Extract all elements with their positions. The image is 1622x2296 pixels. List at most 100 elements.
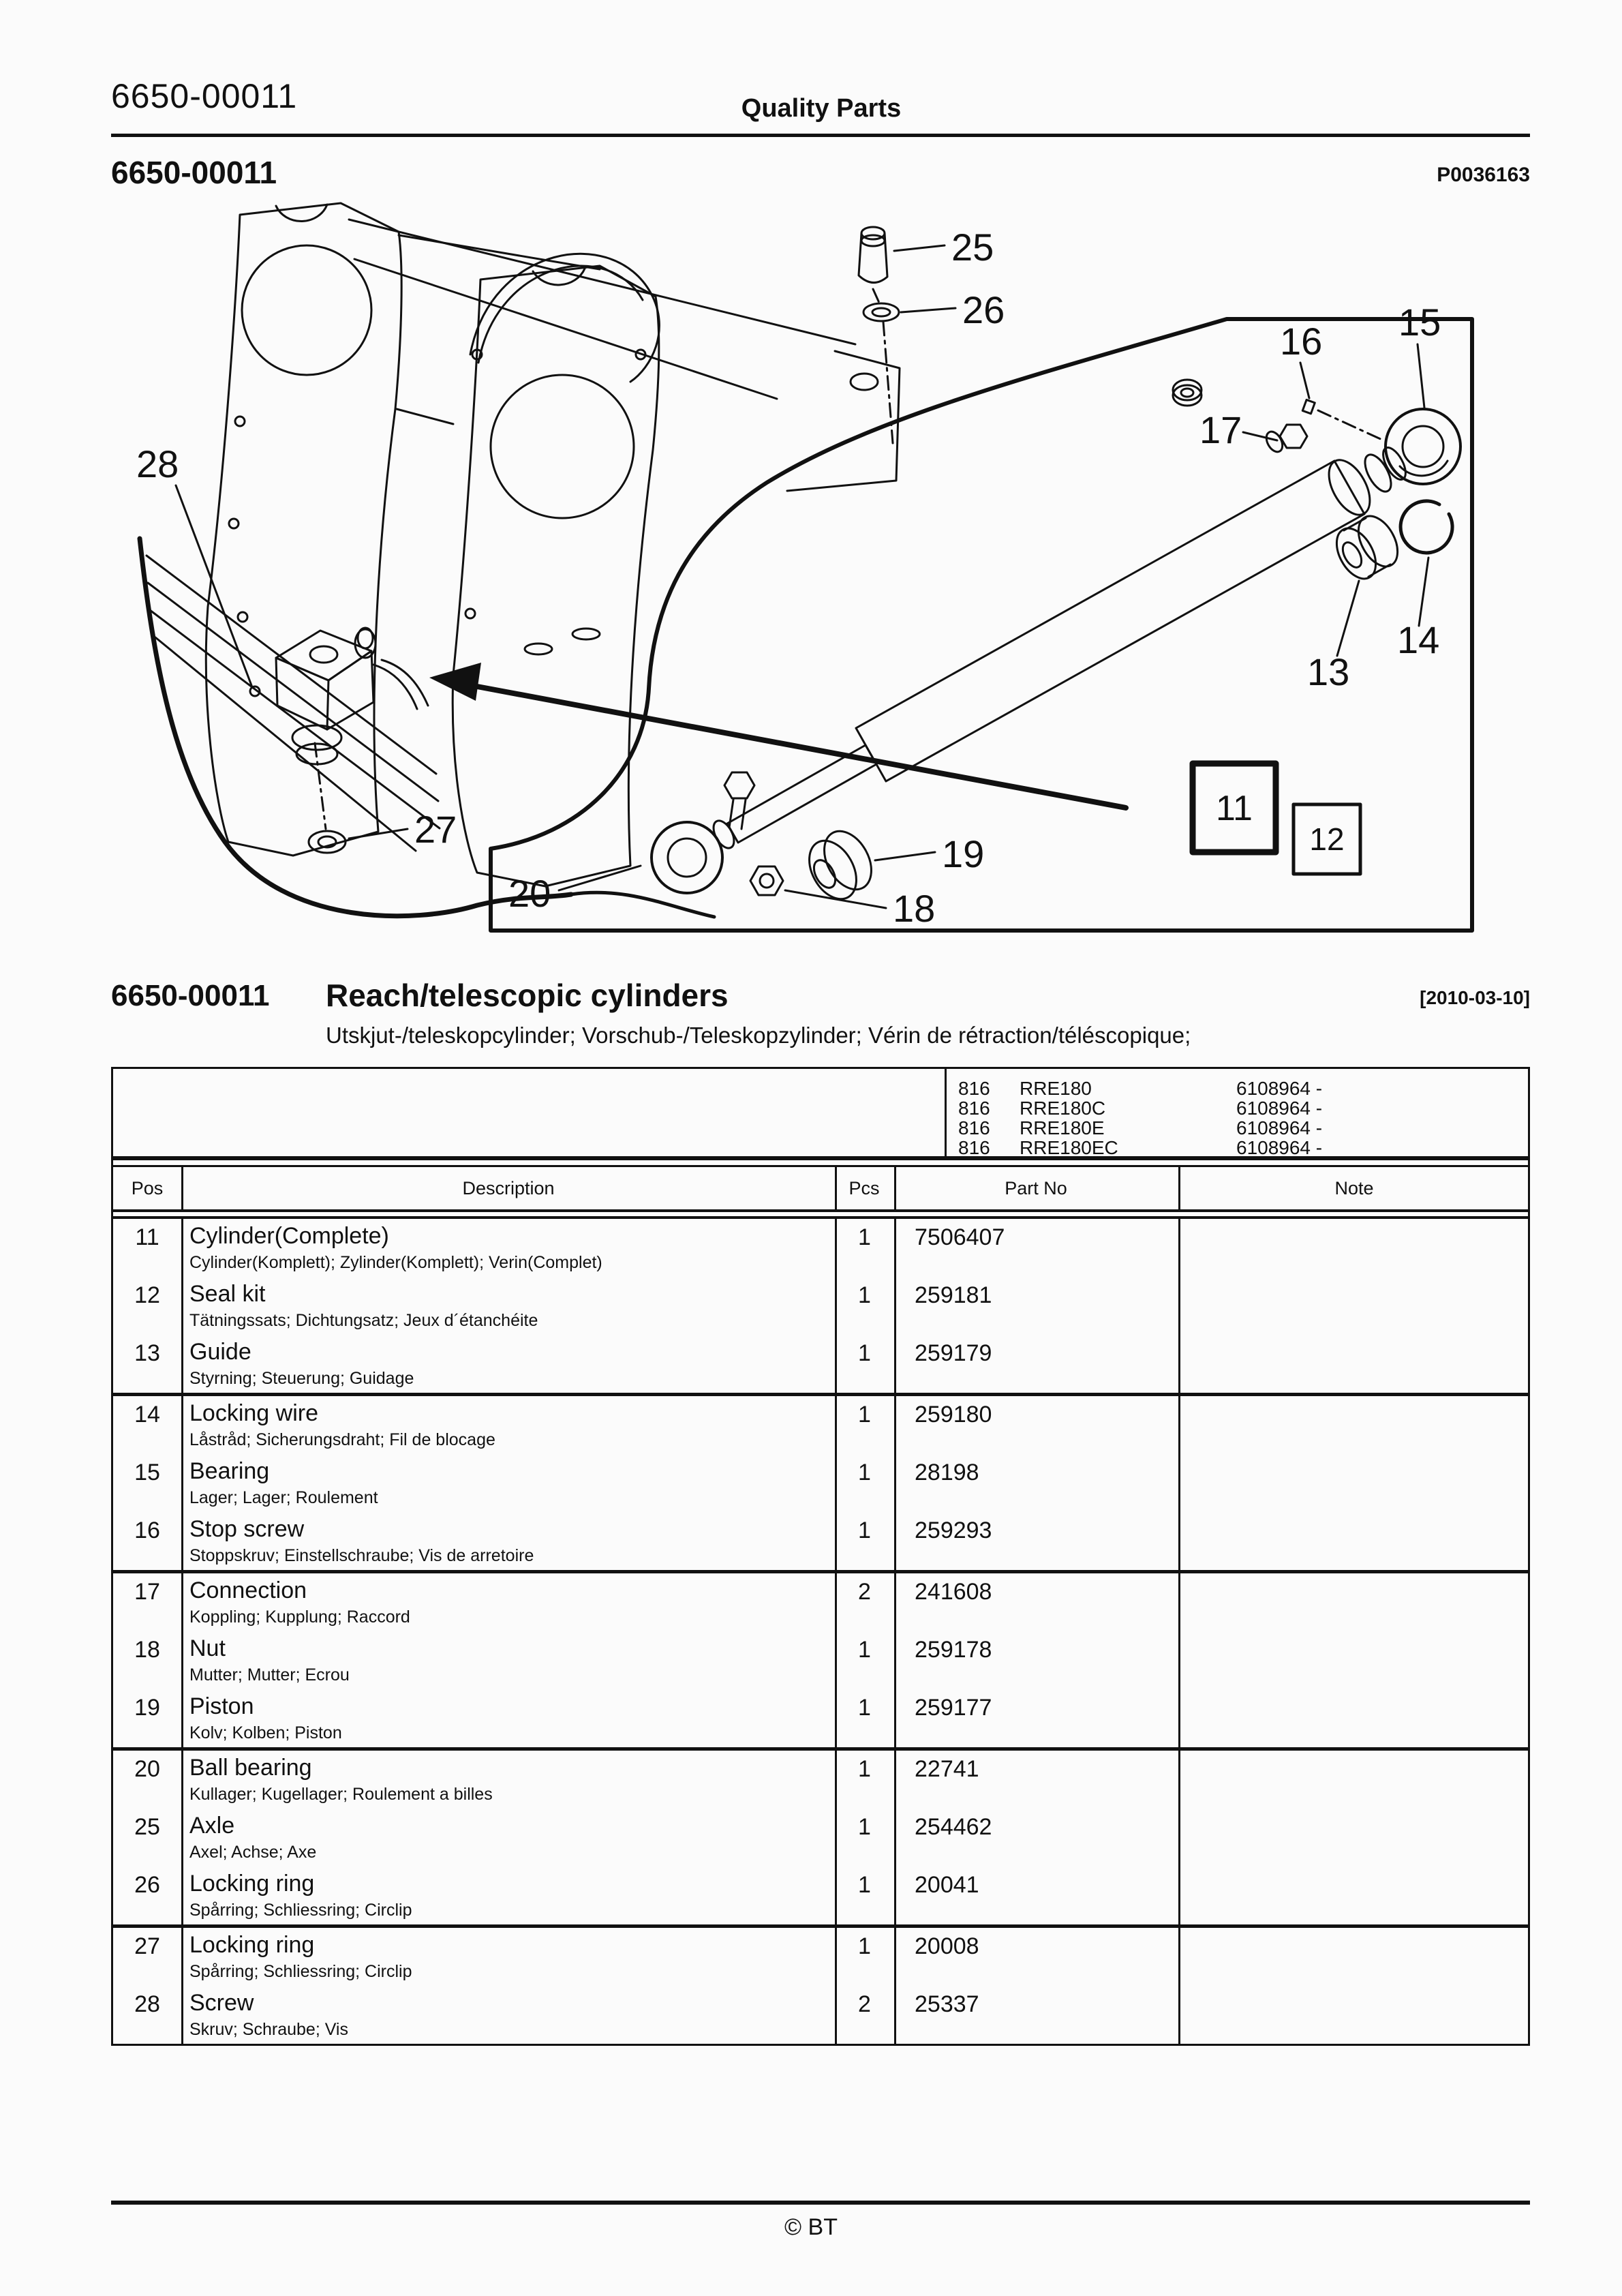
row-pos: 11: [135, 1224, 159, 1250]
table-row: 27 Locking ring Spårring; Schliessring; …: [113, 1928, 1528, 1986]
row-description: Stop screw: [189, 1516, 305, 1542]
connection-17-part: [1279, 423, 1309, 449]
row-pcs: 1: [858, 1637, 871, 1663]
locking-ring-26-part: [862, 302, 900, 322]
row-part-no: 25337: [915, 1991, 979, 2017]
row-part-no: 259181: [915, 1282, 992, 1308]
row-pcs: 1: [858, 1460, 871, 1485]
model-name: RRE180EC: [1020, 1137, 1118, 1158]
row-part-no: 7506407: [915, 1224, 1005, 1250]
screw-28-part: [249, 685, 261, 697]
row-part-no: 20041: [915, 1872, 979, 1898]
model-row: 816 RRE180E 6108964 -: [113, 1115, 1528, 1138]
model-code: 816: [958, 1078, 990, 1099]
model-applicability: 816 RRE180 6108964 - 816 RRE180C 6108964…: [113, 1069, 1528, 1158]
cylinder-assembly: [650, 378, 1462, 901]
model-row: 816 RRE180EC 6108964 -: [113, 1135, 1528, 1158]
callout-12: 12: [1309, 821, 1344, 857]
callout-19: 19: [942, 832, 984, 875]
callout-16: 16: [1280, 320, 1322, 363]
model-serial: 6108964 -: [1236, 1098, 1323, 1119]
row-pcs: 2: [858, 1579, 871, 1605]
row-translations: Låstråd; Sicherungsdraht; Fil de blocage: [189, 1430, 495, 1449]
table-row: 15 Bearing Lager; Lager; Roulement 1 281…: [113, 1454, 1528, 1512]
bearing-15-part: [1384, 408, 1462, 485]
row-part-no: 259178: [915, 1637, 992, 1663]
row-description: Screw: [189, 1990, 254, 2016]
callout-15: 15: [1398, 301, 1441, 344]
model-serial: 6108964 -: [1236, 1137, 1323, 1158]
row-description: Axle: [189, 1813, 235, 1839]
table-row: 25 Axle Axel; Achse; Axe 1 254462: [113, 1809, 1528, 1867]
brand-header: Quality Parts: [741, 94, 902, 123]
callout-17: 17: [1199, 408, 1242, 451]
row-translations: Lager; Lager; Roulement: [189, 1488, 378, 1507]
col-header-note: Note: [1334, 1178, 1374, 1198]
row-translations: Tätningssats; Dichtungsatz; Jeux d´étanc…: [189, 1311, 538, 1330]
ref-box-11: [1189, 760, 1279, 856]
row-translations: Styrning; Steuerung; Guidage: [189, 1369, 414, 1388]
table-row: 13 Guide Styrning; Steuerung; Guidage 1 …: [113, 1335, 1528, 1396]
row-part-no: 259180: [915, 1402, 992, 1428]
row-description: Locking ring: [189, 1932, 315, 1958]
row-translations: Mutter; Mutter; Ecrou: [189, 1665, 350, 1685]
row-pos: 28: [134, 1991, 160, 2017]
row-translations: Koppling; Kupplung; Raccord: [189, 1607, 410, 1627]
guide-13-part: [1335, 515, 1399, 580]
figure-doc-number: 6650-00011: [111, 155, 277, 190]
row-description: Locking ring: [189, 1871, 315, 1897]
parts-table: 816 RRE180 6108964 - 816 RRE180C 6108964…: [111, 1067, 1530, 2046]
footer-copyright: © BT: [784, 2214, 838, 2240]
table-row: 16 Stop screw Stoppskruv; Einstellschrau…: [113, 1512, 1528, 1573]
row-pcs: 1: [858, 1402, 871, 1428]
model-code: 816: [958, 1117, 990, 1138]
row-part-no: 259177: [915, 1695, 992, 1721]
model-serial: 6108964 -: [1236, 1117, 1323, 1138]
model-code: 816: [958, 1098, 990, 1119]
callout-20: 20: [508, 872, 551, 915]
col-header-description: Description: [462, 1178, 555, 1198]
row-part-no: 254462: [915, 1814, 992, 1840]
callout-28: 28: [136, 442, 179, 485]
row-translations: Axel; Achse; Axe: [189, 1843, 317, 1862]
locking-wire-14-part: [1398, 499, 1454, 555]
revision-date: [2010-03-10]: [1420, 987, 1530, 1008]
table-row: 20 Ball bearing Kullager; Kugellager; Ro…: [113, 1751, 1528, 1809]
model-row: 816 RRE180 6108964 -: [113, 1076, 1528, 1099]
col-header-part-no: Part No: [1005, 1178, 1067, 1198]
row-translations: Stoppskruv; Einstellschraube; Vis de arr…: [189, 1546, 534, 1565]
page-doc-number: 6650-00011: [111, 77, 298, 115]
row-pcs: 1: [858, 1282, 871, 1308]
axle-25-part: [857, 226, 889, 284]
row-pos: 26: [134, 1872, 160, 1898]
cylinder-barrel: [855, 459, 1366, 783]
row-translations: Kullager; Kugellager; Roulement a billes: [189, 1785, 493, 1804]
row-pos: 13: [134, 1340, 160, 1366]
row-translations: Cylinder(Komplett); Zylinder(Komplett); …: [189, 1253, 602, 1272]
callout-26: 26: [962, 288, 1005, 331]
exploded-parts-diagram: 25 26 15 16 17 28 13 14 27 20 19 18 11 1…: [136, 202, 1474, 933]
header-rule: [111, 134, 1530, 137]
model-name: RRE180E: [1020, 1117, 1105, 1138]
row-part-no: 28198: [915, 1460, 979, 1485]
row-translations: Spårring; Schliessring; Circlip: [189, 1901, 412, 1920]
row-description: Connection: [189, 1577, 307, 1603]
row-pos: 25: [134, 1814, 160, 1840]
locking-ring-27-part: [307, 830, 347, 854]
row-pcs: 1: [858, 1695, 871, 1721]
row-pos: 18: [134, 1637, 160, 1663]
section-subtitle: Utskjut-/teleskopcylinder; Vorschub-/Tel…: [326, 1023, 1191, 1048]
image-code: P0036163: [1437, 164, 1530, 186]
section-doc-number: 6650-00011: [111, 979, 270, 1012]
stop-screw-16-part: [1301, 398, 1316, 415]
model-row: 816 RRE180C 6108964 -: [113, 1096, 1528, 1119]
callout-14: 14: [1397, 618, 1439, 661]
row-pos: 15: [134, 1460, 160, 1485]
row-translations: Kolv; Kolben; Piston: [189, 1723, 342, 1742]
ball-bearing-20-part: [650, 821, 724, 894]
model-area-divider: [945, 1069, 947, 1156]
table-body: 11 Cylinder(Complete) Cylinder(Komplett)…: [113, 1219, 1528, 2044]
carriage-weldment: [137, 202, 901, 919]
row-part-no: 241608: [915, 1579, 992, 1605]
